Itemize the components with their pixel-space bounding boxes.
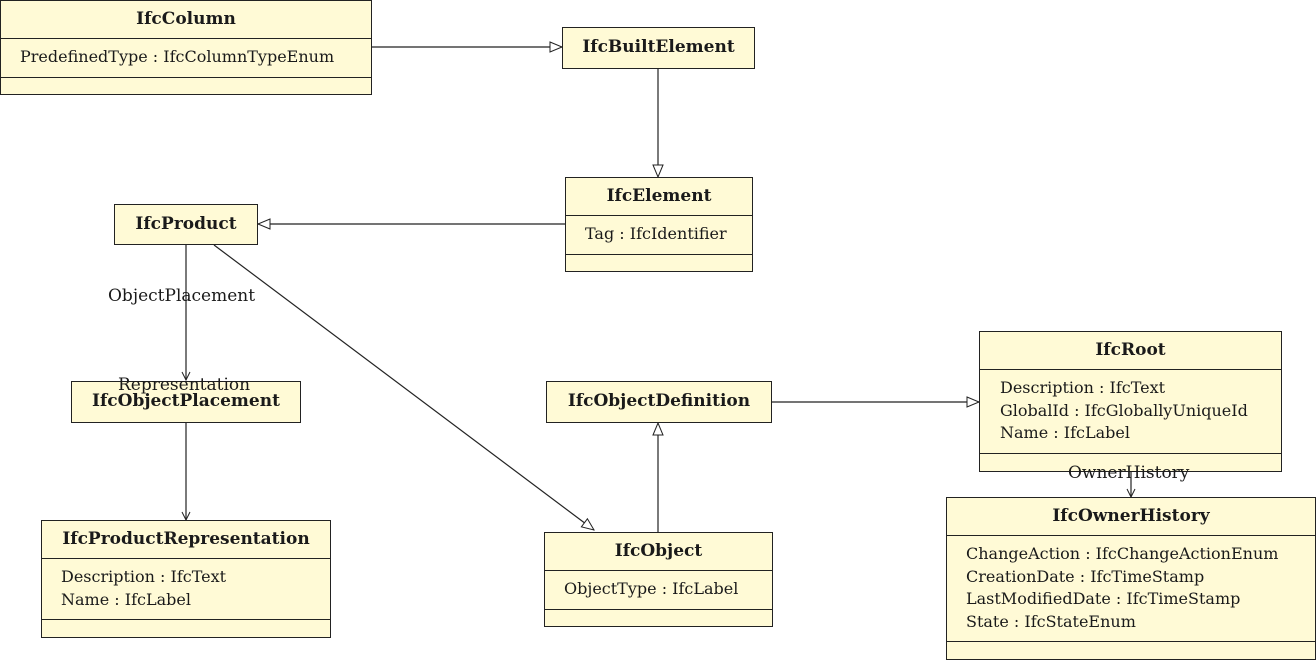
attribute-list: PredefinedType : IfcColumnTypeEnum (1, 38, 371, 77)
attribute-list: ObjectType : IfcLabel (545, 570, 772, 609)
class-ifcobjectdefinition[interactable]: IfcObjectDefinition (546, 381, 772, 423)
attribute: Tag : IfcIdentifier (585, 224, 727, 243)
attribute-list: ChangeAction : IfcChangeActionEnum Creat… (947, 535, 1315, 641)
attribute: State : IfcStateEnum (966, 611, 1136, 631)
association-label-owner-history: OwnerHistory (1068, 463, 1190, 483)
operations-compartment (1, 76, 371, 96)
attribute: Description : IfcText (1000, 378, 1166, 397)
attribute: ObjectType : IfcLabel (564, 579, 739, 598)
operations-compartment (947, 641, 1315, 660)
class-name: IfcOwnerHistory (1052, 506, 1210, 526)
operations-compartment (980, 452, 1281, 472)
class-name: IfcBuiltElement (582, 37, 735, 57)
attribute-list: Description : IfcText Name : IfcLabel (42, 558, 330, 619)
class-name: IfcObjectDefinition (567, 391, 751, 411)
attribute: CreationDate : IfcTimeStamp (966, 566, 1205, 586)
attribute: ChangeAction : IfcChangeActionEnum (966, 544, 1279, 563)
class-ifcbuiltelement[interactable]: IfcBuiltElement (562, 27, 755, 69)
class-ifcroot[interactable]: IfcRoot Description : IfcText GlobalId :… (979, 331, 1282, 472)
attribute: LastModifiedDate : IfcTimeStamp (966, 589, 1241, 608)
attribute-list: Tag : IfcIdentifier (566, 215, 752, 254)
class-name: IfcObject (614, 541, 703, 561)
class-name: IfcProductRepresentation (62, 529, 310, 549)
class-ifcobject[interactable]: IfcObject ObjectType : IfcLabel (544, 532, 773, 627)
class-name: IfcObjectPlacement (92, 391, 280, 411)
attribute: Name : IfcLabel (61, 589, 191, 609)
class-ifcelement[interactable]: IfcElement Tag : IfcIdentifier (565, 177, 753, 272)
operations-compartment (42, 619, 330, 638)
attribute: PredefinedType : IfcColumnTypeEnum (20, 47, 335, 66)
operations-compartment (545, 608, 772, 628)
generalization-product-to-object (213, 244, 594, 530)
class-ifcobjectplacement[interactable]: IfcObjectPlacement (71, 381, 301, 423)
class-name: IfcProduct (135, 214, 237, 234)
class-ifccolumn[interactable]: IfcColumn PredefinedType : IfcColumnType… (0, 0, 372, 95)
attribute: Description : IfcText (61, 567, 227, 586)
attribute: Name : IfcLabel (1000, 423, 1130, 442)
association-label-object-placement: ObjectPlacement (108, 286, 256, 306)
class-name: IfcElement (606, 186, 712, 206)
class-name: IfcColumn (136, 9, 236, 29)
attribute-list: Description : IfcText GlobalId : IfcGlob… (980, 369, 1281, 453)
class-name: IfcRoot (1095, 340, 1166, 360)
association-label-representation: Representation (118, 375, 251, 395)
class-ifcproductrepresentation[interactable]: IfcProductRepresentation Description : I… (41, 520, 331, 638)
class-ifcproduct[interactable]: IfcProduct (114, 204, 258, 245)
attribute: GlobalId : IfcGloballyUniqueId (1000, 400, 1248, 420)
operations-compartment (566, 253, 752, 273)
class-ifcownerhistory[interactable]: IfcOwnerHistory ChangeAction : IfcChange… (946, 497, 1316, 660)
